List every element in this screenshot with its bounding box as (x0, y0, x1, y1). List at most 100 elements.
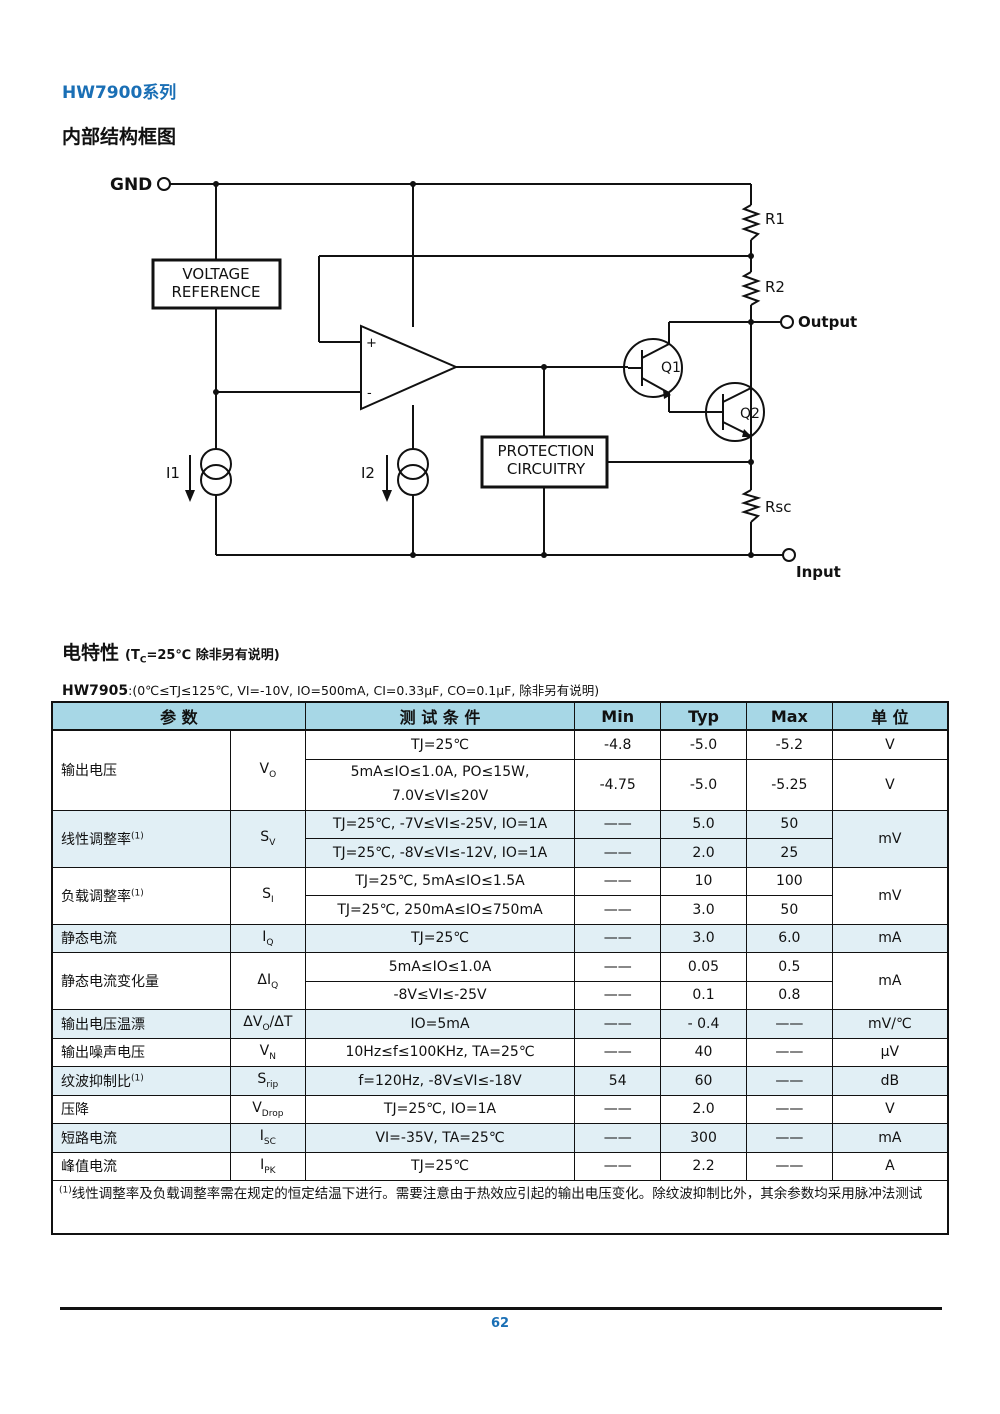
table-cell: 6.0 (745, 923, 833, 953)
table-cell: VN (229, 1037, 306, 1067)
r1-label: R1 (765, 210, 785, 228)
minus-label: - (367, 386, 372, 401)
header-min: Min (574, 701, 662, 731)
footer-rule (60, 1307, 942, 1310)
table-cell: 0.1 (660, 980, 747, 1010)
footnote-text: 线性调整率及负载调整率需在规定的恒定结温下进行。需要注意由于热效应引起的输出电压… (71, 1186, 923, 1202)
table-row: 压降 VDrop TJ=25℃, IO=1A —— 2.0 —— V (51, 1094, 949, 1124)
table-cell: 5mA≤IO≤1.0A, PO≤15W,7.0V≤VI≤20V (304, 758, 576, 811)
table-cell: 40 (660, 1037, 747, 1067)
electrical-title-text: 电特性 (62, 642, 120, 664)
table-cell: -5.0 (660, 758, 747, 811)
table-cell: A (831, 1151, 949, 1181)
table-row: 峰值电流 IPK TJ=25℃ —— 2.2 —— A (51, 1151, 949, 1181)
table-cell: —— (574, 866, 662, 896)
electrical-title: 电特性(TC=25℃ 除非另有说明) (62, 638, 280, 666)
header-unit: 单 位 (831, 701, 949, 731)
table-cell: 2.2 (660, 1151, 747, 1181)
header-param: 参 数 (51, 701, 306, 731)
table-cell: ΔVO/ΔT (229, 1009, 306, 1039)
table-cell: 纹波抑制比(1) (51, 1066, 231, 1096)
plus-label: + (366, 336, 377, 351)
table-cell: ISC (229, 1123, 306, 1153)
table-row: 线性调整率(1) SV TJ=25℃, -7V≤VI≤-25V, IO=1A —… (51, 809, 949, 868)
table-cell: 3.0 (660, 895, 747, 925)
table-cell: 输出噪声电压 (51, 1037, 231, 1067)
table-cell: 3.0 (660, 923, 747, 953)
table-header: 参 数 测 试 条 件 Min Typ Max 单 位 (51, 701, 949, 731)
table-cell: —— (574, 1151, 662, 1181)
table-cell: 50 (745, 809, 833, 839)
i2-label: I2 (361, 464, 375, 482)
table-cell: V (831, 758, 949, 811)
table-row: 短路电流 ISC VI=-35V, TA=25℃ —— 300 —— mA (51, 1123, 949, 1153)
table-cell: 0.8 (745, 980, 833, 1010)
table-cell: 2.0 (660, 1094, 747, 1124)
table-cell: —— (745, 1066, 833, 1096)
test-conditions: HW7905:(0℃≤TJ≤125℃, VI=-10V, IO=500mA, C… (62, 683, 600, 699)
rsc-label: Rsc (765, 498, 791, 516)
table-cell: dB (831, 1066, 949, 1096)
table-cell: 10Hz≤f≤100KHz, TA=25℃ (304, 1037, 576, 1067)
table-cell: -5.2 (745, 729, 833, 760)
table-cell: TJ=25℃ (304, 1151, 576, 1181)
table-row: 负载调整率(1) SI TJ=25℃, 5mA≤IO≤1.5A —— 10 10… (51, 866, 949, 925)
table-cell: 短路电流 (51, 1123, 231, 1153)
header-typ: Typ (660, 701, 747, 731)
table-row: 输出电压温漂 ΔVO/ΔT IO=5mA —— - 0.4 —— mV/℃ (51, 1009, 949, 1039)
table-cell: 峰值电流 (51, 1151, 231, 1181)
table-cell: —— (574, 952, 662, 982)
table-cell: 静态电流变化量 (51, 952, 231, 1010)
table-cell: SV (229, 809, 306, 868)
table-row: 静态电流变化量 ΔIQ 5mA≤IO≤1.0A —— 0.05 0.5 mA (51, 952, 949, 1010)
table-row: 静态电流 IQ TJ=25℃ —— 3.0 6.0 mA (51, 923, 949, 953)
table-cell: —— (574, 1037, 662, 1067)
q1-label: Q1 (661, 360, 681, 376)
table-cell: —— (574, 923, 662, 953)
table-cell: - 0.4 (660, 1009, 747, 1039)
vref-label-1: VOLTAGE (182, 265, 249, 283)
table-cell: 压降 (51, 1094, 231, 1124)
table-cell: —— (574, 1094, 662, 1124)
table-cell: 静态电流 (51, 923, 231, 953)
gnd-label: GND (110, 175, 152, 195)
block-diagram-title: 内部结构框图 (62, 126, 177, 148)
table-row: 输出电压 VO TJ=25℃ -4.8 -5.0 -5.2 V (51, 729, 949, 811)
table-cell: 2.0 (660, 838, 747, 868)
table-cell: —— (745, 1094, 833, 1124)
model-name: HW7905 (62, 683, 129, 699)
prot-label-1: PROTECTION (497, 442, 594, 460)
output-label: Output (798, 313, 857, 331)
table-cell: TJ=25℃, 250mA≤IO≤750mA (304, 895, 576, 925)
table-cell: 0.05 (660, 952, 747, 982)
table-cell: 线性调整率(1) (51, 809, 231, 868)
table-cell: ΔIQ (229, 952, 306, 1010)
table-cell: -5.0 (660, 729, 747, 760)
table-cell: 54 (574, 1066, 662, 1096)
table-cell: 60 (660, 1066, 747, 1096)
electrical-characteristics-table: 参 数 测 试 条 件 Min Typ Max 单 位 输出电压 VO TJ=2… (51, 701, 949, 1235)
table-cell: V (831, 1094, 949, 1124)
table-cell: —— (745, 1151, 833, 1181)
table-cell: —— (574, 1009, 662, 1039)
table-cell: TJ=25℃, -7V≤VI≤-25V, IO=1A (304, 809, 576, 839)
prot-label-2: CIRCUITRY (507, 460, 586, 478)
table-cell: VI=-35V, TA=25℃ (304, 1123, 576, 1153)
table-cell: mV/℃ (831, 1009, 949, 1039)
block-diagram: GND VOLTAGE REFERENCE PROTECTION CIRCUIT… (110, 175, 857, 581)
table-cell: SI (229, 866, 306, 925)
table-row: 输出噪声电压 VN 10Hz≤f≤100KHz, TA=25℃ —— 40 ——… (51, 1037, 949, 1067)
table-cell: -8V≤VI≤-25V (304, 980, 576, 1010)
table-cell: —— (574, 809, 662, 839)
table-row: 5mA≤IO≤1.0A, PO≤15W,7.0V≤VI≤20V -4.75 -5… (52, 758, 949, 811)
input-label: Input (796, 563, 841, 581)
table-cell: μV (831, 1037, 949, 1067)
table-cell: mV (831, 809, 949, 868)
table-cell: -5.25 (745, 758, 833, 811)
header-cond: 测 试 条 件 (304, 701, 576, 731)
table-row: TJ=25℃, 250mA≤IO≤750mA —— 3.0 50 (52, 895, 948, 925)
table-cell: —— (574, 1123, 662, 1153)
table-row: -8V≤VI≤-25V —— 0.1 0.8 (52, 980, 948, 1010)
table-cell: 5mA≤IO≤1.0A (304, 952, 576, 982)
table-cell: 300 (660, 1123, 747, 1153)
